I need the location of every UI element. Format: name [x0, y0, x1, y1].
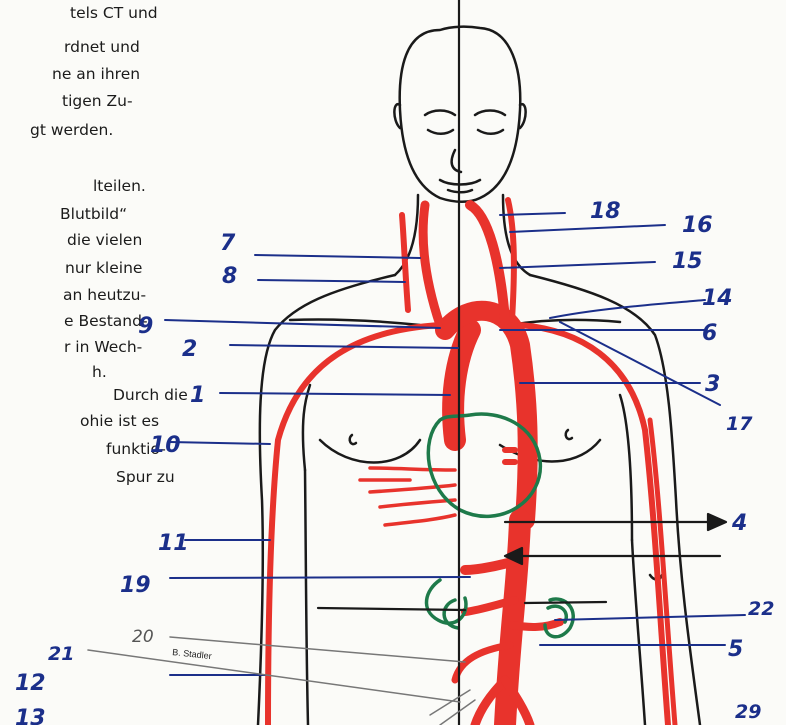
label-11: 11 [158, 531, 189, 556]
label-29: 29 [735, 701, 761, 723]
label-1: 1 [190, 383, 205, 408]
arteries [268, 200, 675, 725]
label-9: 9 [138, 314, 153, 339]
label-13: 13 [15, 706, 46, 725]
label-22: 22 [748, 598, 774, 620]
label-15: 15 [672, 249, 703, 274]
label-20: 20 [132, 627, 154, 647]
subclavian-right [520, 325, 668, 725]
credit-text: B. Stadler [172, 647, 212, 661]
label-18: 18 [590, 199, 621, 224]
label-10: 10 [150, 433, 181, 458]
jugular-right [508, 200, 514, 320]
label-2: 2 [182, 337, 197, 362]
gray-pointers [88, 637, 475, 725]
label-5: 5 [728, 637, 743, 662]
carotid-left [423, 205, 440, 325]
label-19: 19 [120, 573, 151, 598]
neck-branch [402, 215, 408, 310]
label-7: 7 [220, 231, 236, 256]
label-4: 4 [731, 511, 747, 536]
label-21: 21 [48, 643, 74, 665]
label-16: 16 [682, 213, 713, 238]
body-outline [258, 27, 700, 725]
kidney-left-2 [444, 600, 458, 628]
label-6: 6 [702, 321, 717, 346]
label-8: 8 [222, 264, 237, 289]
kidney-right [545, 599, 573, 637]
label-12: 12 [15, 671, 46, 696]
aorta-ascending [453, 330, 470, 440]
label-14: 14 [702, 286, 733, 311]
subclavian-left [268, 325, 440, 725]
label-3: 3 [705, 372, 720, 397]
label-17: 17 [726, 413, 753, 435]
